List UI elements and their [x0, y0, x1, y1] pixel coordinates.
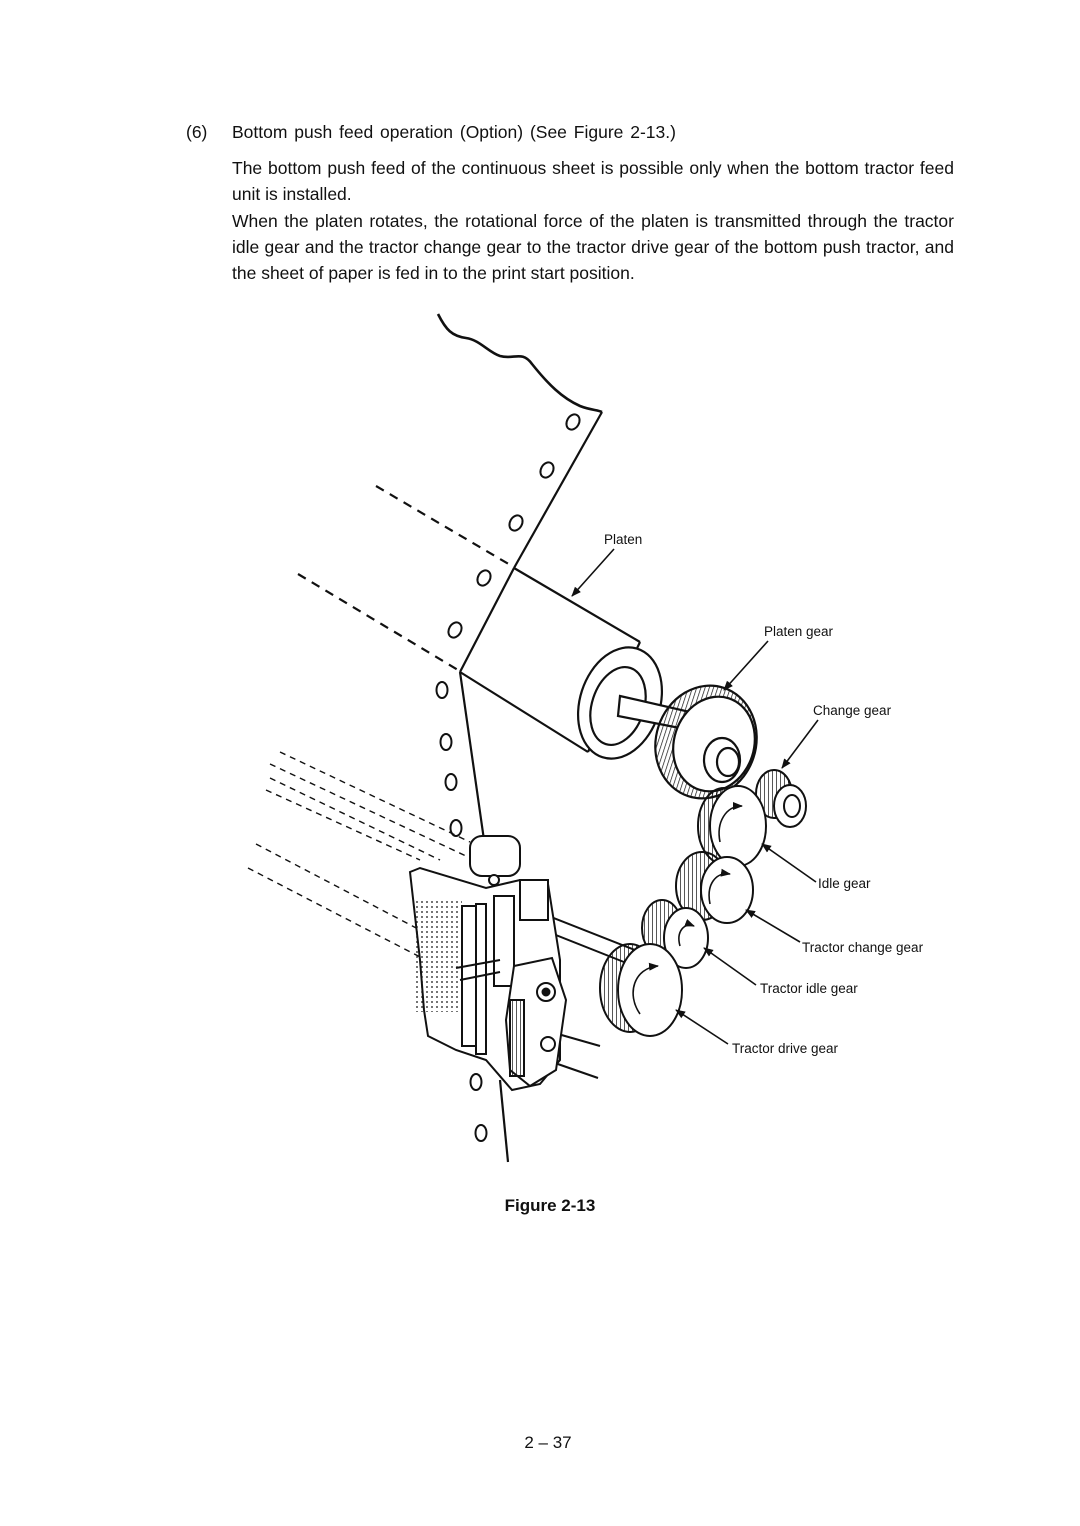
paragraph-2: When the platen rotates, the rotational …: [232, 211, 954, 283]
figure-caption: Figure 2-13: [504, 1196, 596, 1215]
tractor-change-gear: [641, 899, 709, 969]
label-tractor-drive-gear: Tractor drive gear: [732, 1041, 839, 1056]
dashed-lines: [297, 485, 513, 671]
paragraph-1: The bottom push feed of the continuous s…: [232, 158, 954, 204]
callout-lines: [571, 548, 819, 1045]
continuous-paper: [458, 411, 641, 1163]
paper-torn-edge: [436, 313, 603, 414]
idle-gear-upper: [697, 785, 767, 867]
tractor-drive-gear: [599, 943, 683, 1037]
platen-roller: [576, 641, 692, 760]
section-number: (6): [186, 122, 208, 142]
label-idle-gear: Idle gear: [818, 876, 871, 891]
section-heading: (6) Bottom push feed operation (Option) (…: [186, 122, 676, 143]
sprocket-holes: [435, 413, 581, 1142]
page-number: 2 – 37: [524, 1433, 572, 1452]
label-tractor-idle-gear: Tractor idle gear: [760, 981, 858, 996]
tractor-unit: [408, 835, 568, 1092]
label-platen-gear: Platen gear: [764, 624, 834, 639]
label-change-gear: Change gear: [813, 703, 892, 718]
label-platen: Platen: [604, 532, 642, 547]
section-title: Bottom push feed operation (Option) (See…: [232, 122, 676, 142]
label-tractor-change-gear: Tractor change gear: [802, 940, 924, 955]
change-gear: [755, 769, 807, 828]
platen-gear: [654, 684, 758, 800]
tractor-dashed-lines: [247, 751, 471, 959]
